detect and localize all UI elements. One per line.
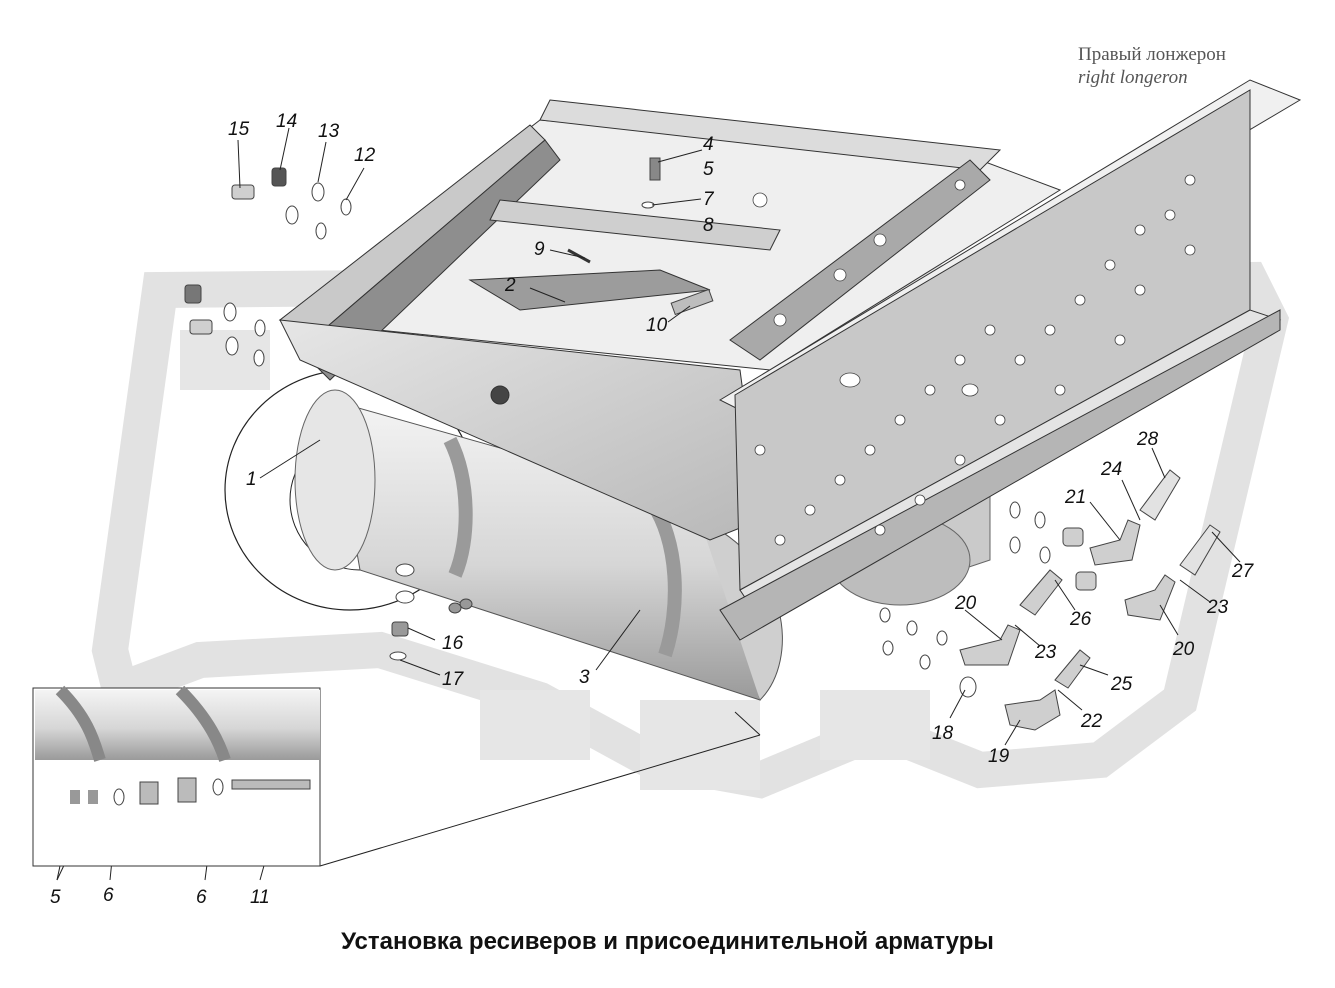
callout-26: 26 — [1070, 609, 1092, 630]
callout-23-mid: 23 — [1035, 642, 1057, 663]
callout-20-left: 20 — [955, 593, 977, 614]
callout-10: 10 — [646, 315, 668, 336]
callout-8: 8 — [703, 215, 714, 236]
callout-13: 13 — [318, 121, 340, 142]
callout-16: 16 — [442, 633, 464, 654]
diagram-caption: Установка ресиверов и присоединительной … — [341, 928, 994, 955]
callout-6-inset-left: 6 — [103, 885, 114, 906]
callout-5-top: 5 — [703, 159, 714, 180]
longeron-holes — [752, 174, 1196, 546]
callout-12: 12 — [354, 145, 376, 166]
inset-detail — [32, 685, 321, 867]
callout-28: 28 — [1137, 429, 1159, 450]
callout-27: 27 — [1232, 561, 1254, 582]
callout-15: 15 — [228, 119, 250, 140]
callout-19: 19 — [988, 746, 1010, 767]
longeron-label-ru: Правый лонжерон — [1078, 44, 1226, 65]
callout-17: 17 — [442, 669, 464, 690]
callout-7: 7 — [703, 189, 714, 210]
callout-25: 25 — [1111, 674, 1133, 695]
fittings-parts — [184, 157, 1221, 731]
callout-21: 21 — [1065, 487, 1087, 508]
callout-6-inset-right: 6 — [196, 887, 207, 908]
callout-20-right: 20 — [1173, 639, 1195, 660]
callout-23-right: 23 — [1207, 597, 1229, 618]
callout-11: 11 — [250, 887, 270, 908]
callout-9: 9 — [534, 239, 545, 260]
callout-2: 2 — [505, 275, 516, 296]
frame-assembly — [278, 79, 1302, 641]
callout-14: 14 — [276, 111, 298, 132]
longeron-label-en: right longeron — [1078, 67, 1188, 88]
callout-1: 1 — [246, 469, 257, 490]
callout-5-inset: 5 — [50, 887, 61, 908]
callout-18: 18 — [932, 723, 954, 744]
callout-4: 4 — [703, 134, 714, 155]
callout-3: 3 — [579, 667, 590, 688]
callout-22: 22 — [1081, 711, 1103, 732]
callout-24: 24 — [1101, 459, 1123, 480]
